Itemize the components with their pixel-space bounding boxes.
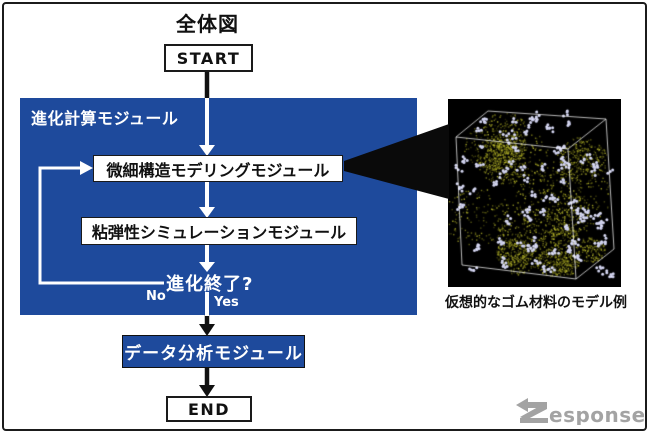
page-title: 全体図 [176,12,239,36]
start-node: START [164,44,253,72]
response-watermark: esponse. [516,398,644,425]
decision-no-label: No [146,289,166,304]
step-microstructure-modeling: 微細構造モデリングモジュール [93,155,343,182]
end-node: END [166,396,252,422]
response-logo-r-icon [516,398,548,423]
decision-evolution-finished: 進化終了? [166,274,254,295]
decision-yes-label: Yes [214,295,239,310]
evolution-panel-label: 進化計算モジュール [31,109,179,128]
rubber-model-image [448,99,621,287]
response-watermark-text: esponse. [549,403,644,425]
step-data-analysis: データ分析モジュール [122,335,305,368]
step-viscoelastic-simulation: 粘弾性シミュレーションモジュール [81,217,357,245]
model-caption: 仮想的なゴム材料のモデル例 [445,295,627,311]
